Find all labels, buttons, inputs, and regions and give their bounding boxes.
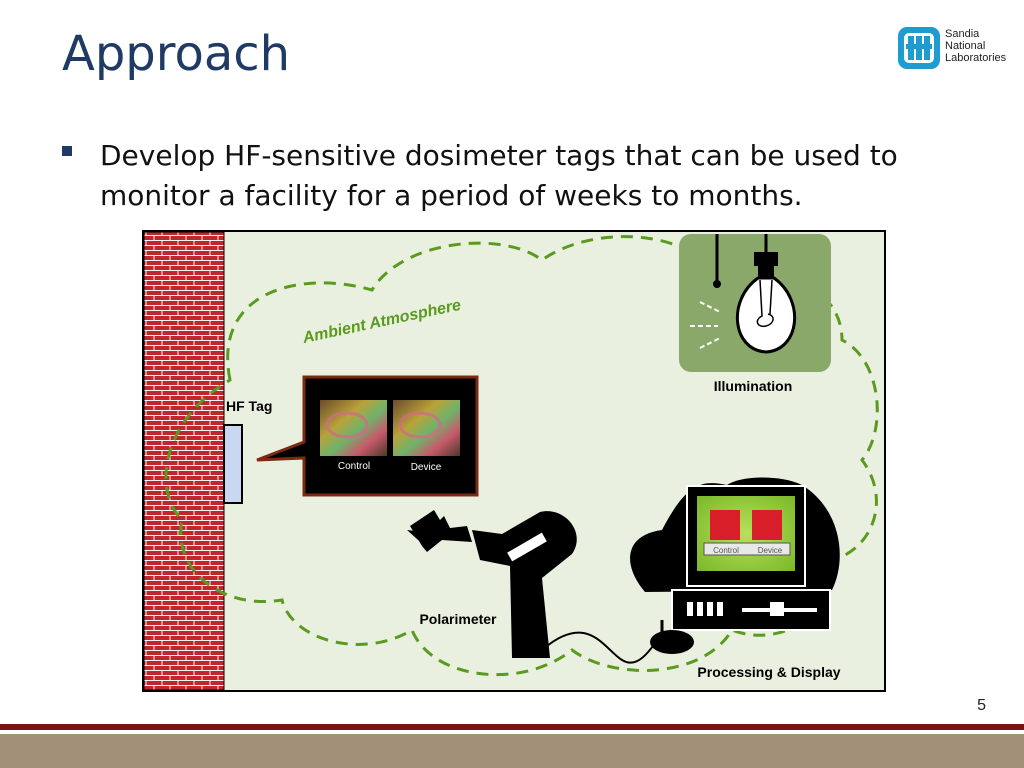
- device-swatch: [393, 400, 460, 456]
- hf-tag: [223, 424, 243, 504]
- hf-dosimeter-diagram: Ambient Atmosphere HF Tag Control Device…: [142, 230, 886, 692]
- inset-device-label: Device: [411, 462, 442, 473]
- illumination-label: Illumination: [714, 378, 793, 394]
- polarimeter-icon: [407, 510, 673, 664]
- footer-red-bar: [0, 724, 1024, 730]
- page-number: 5: [977, 697, 986, 714]
- logo-line-1: Sandia: [945, 28, 980, 40]
- polarimeter-label: Polarimeter: [419, 611, 497, 627]
- brick-wall: [143, 231, 225, 691]
- sandia-thunderbird-icon: [898, 27, 940, 69]
- light-bulb-icon: [735, 234, 797, 354]
- logo-text: Sandia National Laboratories: [945, 28, 1006, 64]
- processing-display-label: Processing & Display: [697, 664, 840, 680]
- inset-control-label: Control: [338, 461, 370, 472]
- screen-control-label: Control: [713, 546, 739, 555]
- control-swatch: [320, 400, 387, 456]
- sandia-logo: Sandia National Laboratories: [897, 26, 1007, 72]
- logo-line-2: National: [945, 40, 986, 52]
- footer-tan-bar: [0, 734, 1024, 768]
- screen-device-label: Device: [758, 546, 783, 555]
- computer-icon: Control Device: [630, 477, 840, 654]
- bullet-text: Develop HF-sensitive dosimeter tags that…: [100, 139, 898, 212]
- logo-line-3: Laboratories: [945, 52, 1007, 64]
- hf-tag-label: HF Tag: [226, 398, 272, 414]
- bullet-square-icon: [62, 146, 72, 156]
- slide-title: Approach: [62, 26, 291, 82]
